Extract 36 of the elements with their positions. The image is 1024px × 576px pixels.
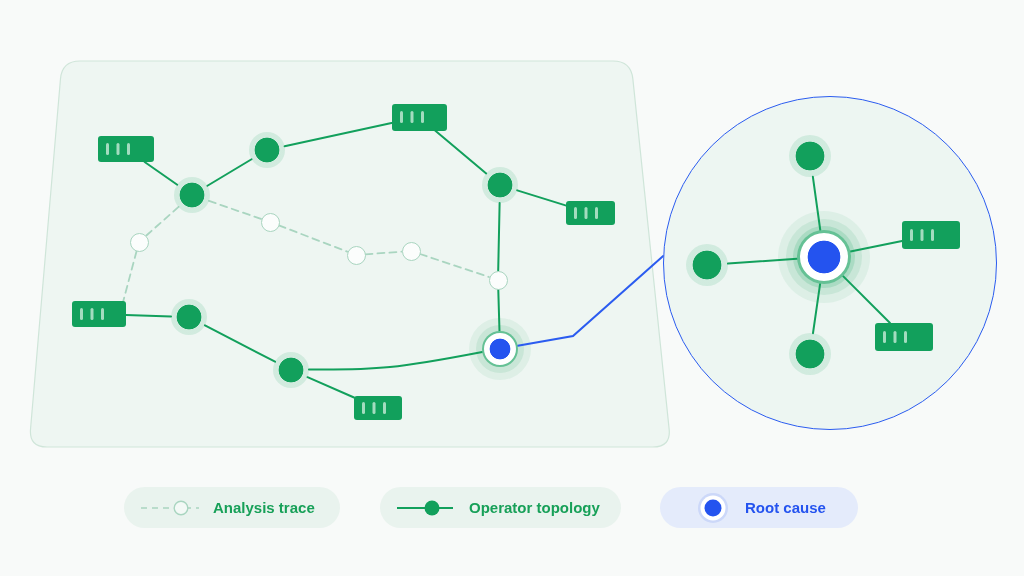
legend-label: Operator topology (469, 498, 600, 517)
connector-line (726, 257, 799, 265)
connector-line (283, 121, 393, 148)
module-block (72, 301, 126, 327)
dashed-connector (122, 250, 138, 302)
connector-line (308, 350, 484, 371)
module-block (902, 221, 960, 249)
connector-line (125, 313, 172, 318)
dashed-connector (145, 206, 180, 237)
module-block (565, 201, 615, 225)
dashed-connector (277, 224, 349, 253)
connector-line (143, 161, 179, 186)
connector-line (516, 255, 665, 347)
root-cause-node (797, 230, 851, 284)
connector-line (849, 239, 903, 253)
module-block (354, 396, 402, 420)
legend-label: Analysis trace (213, 498, 315, 517)
connector-line (306, 376, 355, 399)
connector-line (434, 129, 488, 175)
module-block (98, 136, 154, 162)
legend-label: Root cause (745, 498, 826, 517)
connector-line (497, 288, 501, 332)
connector-line (842, 275, 891, 324)
dashed-connector (419, 253, 490, 278)
connector-line (497, 202, 501, 272)
connector-line (203, 324, 277, 363)
connector-line (811, 175, 822, 232)
topology-node (686, 244, 728, 286)
topology-node (789, 333, 831, 375)
connector-line (516, 189, 567, 207)
topology-node (789, 135, 831, 177)
dashed-connector (208, 200, 262, 220)
dashed-connector (364, 250, 403, 256)
module-block (875, 323, 933, 351)
connector-line (812, 282, 822, 335)
connector-line (206, 158, 253, 187)
